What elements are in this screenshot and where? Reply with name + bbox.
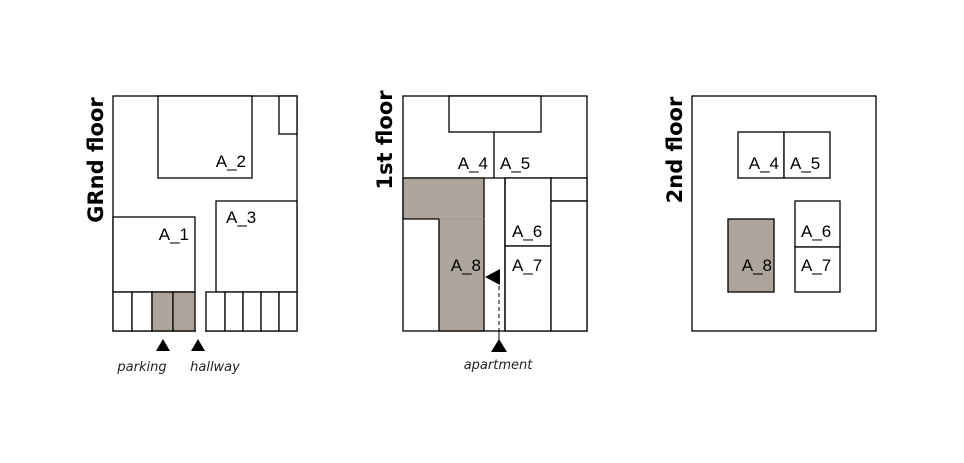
room-a7: [504, 245, 552, 332]
room-a5: [783, 131, 831, 179]
parking-caption: parking: [116, 360, 166, 375]
room-a8-label: A_8: [451, 256, 481, 275]
first-floor-title: 1st floor: [373, 90, 397, 190]
room-a7-label: A_7: [512, 256, 542, 275]
hallway-gap: [196, 330, 205, 333]
top-room: [448, 95, 542, 133]
room-a3-label: A_3: [226, 208, 256, 227]
entry-arrow-icon: [485, 269, 500, 285]
parking-space: [242, 291, 262, 332]
apartment-arrow-icon: [491, 339, 507, 352]
room-a4-label: A_4: [458, 154, 488, 173]
room-a8-label: A_8: [742, 256, 772, 275]
room-a8: [402, 177, 485, 332]
second-floor-plan: 2nd floor A_4 A_5 A_6 A_7 A_8: [663, 95, 877, 332]
second-floor-title: 2nd floor: [663, 96, 687, 203]
strip-room: [550, 177, 588, 202]
room-a2: [157, 95, 253, 179]
parking-space: [205, 291, 226, 332]
parking-space: [260, 291, 280, 332]
room-a8: [727, 218, 775, 293]
parking-space-highlighted: [172, 291, 196, 332]
ground-floor-plan: GRnd floor A_2 A_1 A_3 parking hallway: [84, 95, 298, 375]
small-room: [278, 95, 298, 135]
room-a6-label: A_6: [801, 222, 831, 241]
parking-space: [131, 291, 153, 332]
room-a4-label: A_4: [749, 154, 779, 173]
parking-space-highlighted: [151, 291, 174, 332]
room-a6: [794, 200, 841, 248]
parking-row: [112, 291, 298, 332]
parking-arrow-icon: [156, 339, 170, 351]
room-a7: [794, 246, 841, 293]
hallway-caption: hallway: [190, 360, 240, 375]
first-floor-plan: 1st floor A_4 A_5 A_6 A_7 A_8 apartment: [373, 90, 588, 373]
room-a5-label: A_5: [790, 154, 820, 173]
right-room: [550, 200, 588, 332]
apartment-caption: apartment: [464, 358, 534, 373]
parking-space: [278, 291, 298, 332]
ground-floor-title: GRnd floor: [84, 97, 108, 223]
hallway-arrow-icon: [191, 339, 205, 351]
room-a3: [215, 200, 298, 293]
room-a7-label: A_7: [801, 256, 831, 275]
room-a5-label: A_5: [500, 154, 530, 173]
room-a1-label: A_1: [159, 225, 189, 244]
parking-space: [112, 291, 133, 332]
room-a2-label: A_2: [216, 152, 246, 171]
second-outline: [691, 95, 877, 332]
room-a1: [112, 216, 196, 293]
room-a6-label: A_6: [512, 222, 542, 241]
parking-space: [224, 291, 244, 332]
